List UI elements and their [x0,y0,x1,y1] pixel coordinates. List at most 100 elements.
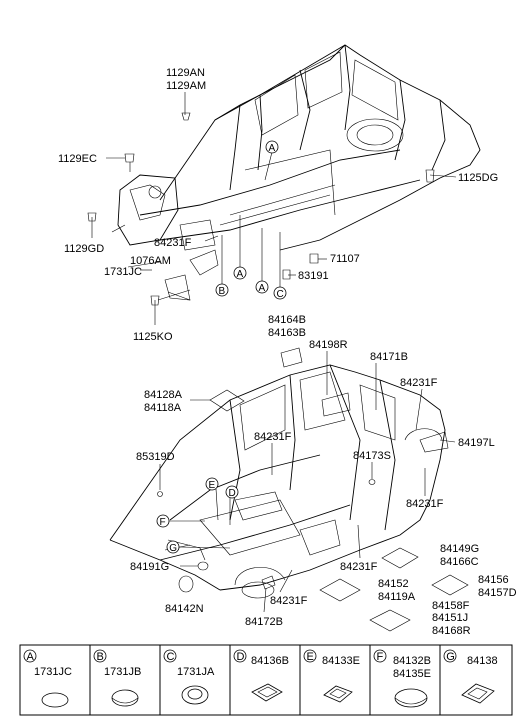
legend-cell-d: D 84136B [233,649,289,702]
lower-pads [157,347,469,632]
bolt-icon [87,212,97,222]
callout-c: C [277,289,284,300]
legend-part: 84133E [322,655,360,667]
bolt-icon [124,153,135,163]
plug-84142n [178,575,194,593]
part-label: 1129EC [58,153,97,165]
part-label: 83191 [298,270,329,282]
lower-leader-lines [159,351,456,613]
pad-84198r [321,392,351,417]
callout-a: A [259,283,266,294]
clip-icon [309,253,319,264]
callout-e: E [209,480,216,491]
pad-84152 [319,578,361,602]
legend-part: 1731JA [177,666,215,678]
legend-letter: D [237,651,245,663]
plug-85319d [157,491,163,497]
legend-cell-f: F 84132B 84135E [373,649,431,708]
callout-f: F [160,517,166,528]
callout-b: B [219,286,226,297]
part-label: 84172B [245,616,283,628]
part-label: 84152 [378,578,409,590]
legend-cell-b: B 1731JB [93,649,141,707]
part-label: 84231F [400,377,438,389]
round-plug-icon [111,689,139,707]
part-label: 84149G [440,543,479,555]
part-label: 1129AM [166,80,206,92]
legend-letter: F [377,651,384,663]
legend-letter: G [446,651,455,663]
part-label: 71107 [330,253,360,265]
legend-part: 84138 [467,655,498,667]
part-label: 84191G [130,561,169,573]
bolt-icon [425,169,435,183]
legend-cell-c: C 1731JA [163,649,215,705]
legend-part: 1731JC [34,666,72,678]
part-label: 84198R [309,339,348,351]
plug-84191g [197,561,209,571]
part-label: 84118A [144,402,182,414]
pad-84128a [209,389,245,412]
part-label: 84156 [478,574,509,586]
part-label: 84168R [432,625,471,637]
rect-plug-icon [251,683,283,702]
callout-a: A [269,143,276,154]
part-label: 84231F [270,595,308,607]
lower-part-labels: 84164B 84163B 84198R 84171B 84231F 84128… [130,314,517,637]
pad-84149g [381,547,419,569]
round-plug-icon [41,692,69,708]
bolt-icon [181,112,191,121]
part-label: 84157D [478,587,517,599]
callout-g: G [169,543,177,554]
part-label: 84231F [340,561,378,573]
rect-plug-icon [323,685,353,703]
legend-cell-e: E 84133E [303,649,360,703]
legend-letter: B [97,651,104,663]
part-label: 84128A [144,389,183,401]
rect-plug-icon [461,683,495,704]
part-label: 1076AM [130,255,171,267]
part-label: 84142N [165,603,204,615]
legend-cell-a: A 1731JC [23,649,72,708]
legend-cell-g: G 84138 [443,649,498,704]
upper-callouts: A A B A C [215,140,287,300]
part-label: 84164B [268,314,306,326]
upper-leader-lines [87,92,457,325]
callout-a: A [237,269,244,280]
legend-letter: C [167,651,175,663]
legend-letter: E [307,651,314,663]
part-label: 84197L [458,437,495,449]
bolt-icon [150,295,160,306]
part-label: 84171B [370,351,408,363]
part-label: 84231F [406,498,444,510]
part-label: 84231F [154,237,192,249]
part-label: 84166C [440,556,479,568]
legend-part: 84132B [393,655,431,667]
part-label: 84163B [268,327,306,339]
part-label: 84173S [353,450,391,462]
legend-part: 1731JB [104,666,141,678]
bracket-84172b [261,575,276,590]
part-label: 1129AN [166,67,205,79]
pad-84151j [369,609,411,632]
part-label: 84231F [254,431,292,443]
legend-table [19,644,513,716]
part-label: 84158F [432,600,470,612]
legend-part: 84136B [251,655,289,667]
clip-icon [282,269,291,280]
part-label: 84151J [432,612,468,624]
part-label: 85319D [136,451,175,463]
part-label: 84119A [378,591,416,603]
callout-d: D [229,488,236,499]
part-label: 1731JC [104,266,142,278]
legend-part: 84135E [393,668,431,680]
pad-84164b [280,347,303,368]
lower-callouts: E D F G [156,477,239,554]
part-label: 1125KO [133,331,173,343]
part-label: 1129GD [64,243,104,255]
pad-84156 [431,574,469,596]
plug-84173s [368,479,376,485]
legend-letter: A [27,651,35,663]
upper-part-labels: 1129AN 1129AM 1129EC 1125DG 1129GD 84231… [58,67,498,343]
lower-body-shell [109,364,449,599]
